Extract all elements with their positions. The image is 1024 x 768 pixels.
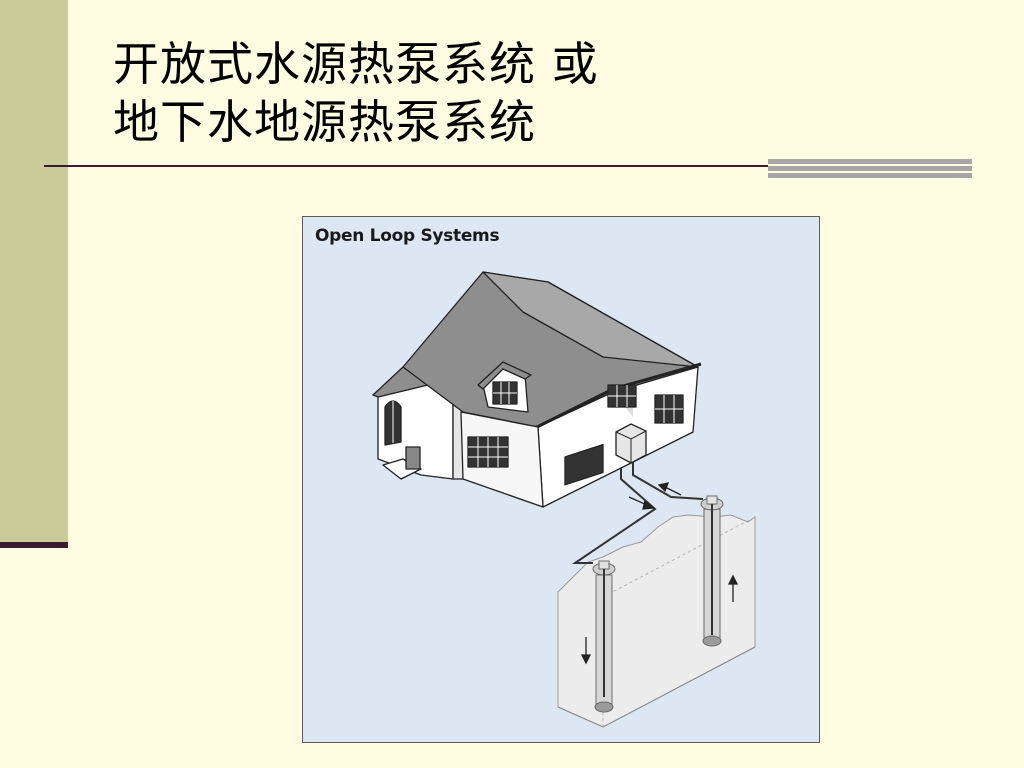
slide-title-line-2: 地下水地源热泵系统 (113, 95, 536, 149)
title-divider (44, 165, 972, 167)
open-loop-diagram (372, 271, 756, 728)
heat-pump-unit (615, 423, 647, 464)
divider-accent (768, 159, 972, 179)
left-accent-bar (0, 0, 68, 544)
slide-title-line-1: 开放式水源热泵系统 或 (113, 37, 599, 91)
flow-arrow (580, 482, 739, 665)
loop-pipes (571, 457, 704, 564)
supply-well (700, 495, 724, 647)
left-accent-line (0, 542, 68, 548)
ground-block (557, 514, 756, 728)
slide-title: 开放式水源热泵系统 或 地下水地源热泵系统 (113, 35, 599, 151)
house-illustration (372, 271, 702, 508)
figure-title: Open Loop Systems (315, 226, 500, 246)
open-loop-figure: Open Loop Systems (302, 216, 820, 743)
return-well (592, 560, 616, 713)
